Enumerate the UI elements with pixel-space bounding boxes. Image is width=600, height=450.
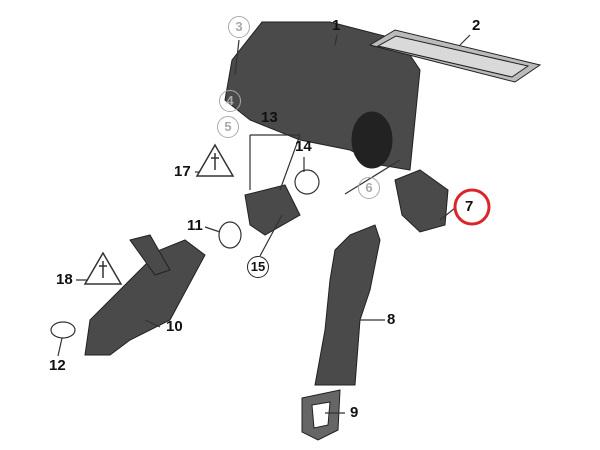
callout-9: 9 — [350, 404, 359, 421]
callout-18: 18 — [56, 271, 73, 288]
callout-11: 11 — [187, 217, 203, 234]
callout-13: 13 — [261, 109, 278, 126]
plug-warning-icon — [195, 143, 235, 177]
plug-warning-icon — [83, 251, 123, 285]
callout-8: 8 — [387, 311, 396, 328]
gasket-14 — [294, 169, 320, 195]
callout-5: 5 — [217, 116, 239, 138]
callout-2: 2 — [472, 17, 481, 34]
callout-1: 1 — [332, 17, 341, 34]
callout-12: 12 — [49, 357, 66, 374]
callout-4: 4 — [219, 90, 241, 112]
highlight-circle — [453, 188, 491, 226]
intake-pipe — [84, 239, 206, 356]
intake-boot — [394, 169, 449, 233]
hose-clamp-12 — [50, 321, 76, 339]
callout-14: 14 — [295, 138, 312, 155]
callout-6: 6 — [358, 177, 380, 199]
callout-3: 3 — [228, 16, 250, 38]
hose-clamp-11 — [218, 221, 242, 249]
callout-10: 10 — [166, 318, 183, 335]
intake-duct — [314, 224, 381, 386]
callout-17: 17 — [174, 163, 191, 180]
callout-15: 15 — [247, 256, 269, 278]
mass-air-flow-sensor — [244, 184, 301, 236]
callout-7: 7 — [465, 198, 474, 215]
housing-outlet — [351, 111, 393, 169]
